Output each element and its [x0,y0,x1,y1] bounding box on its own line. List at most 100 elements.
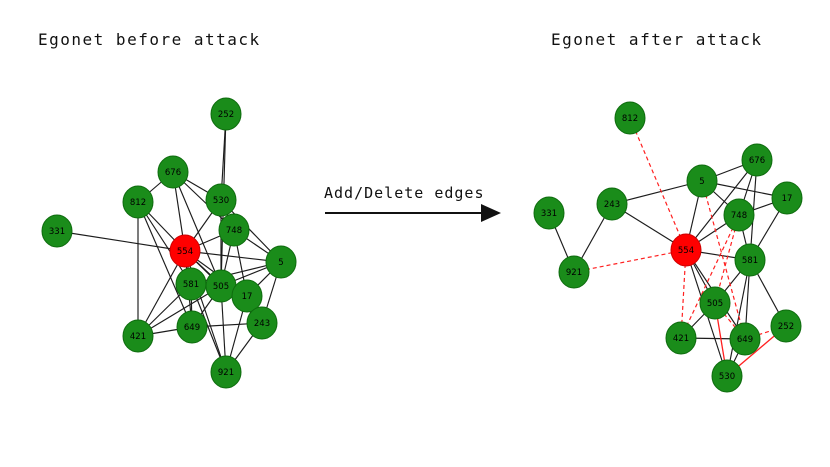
node-label-331: 331 [541,209,557,219]
node-circle-812 [614,101,646,135]
node-label-505: 505 [707,299,723,309]
node-5: 5 [265,245,297,279]
node-812: 812 [122,185,154,219]
node-circle-748 [218,213,250,247]
node-circle-5 [686,164,718,198]
node-676: 676 [157,155,189,189]
node-circle-17 [231,279,263,313]
edge-676-505 [172,171,222,287]
node-243: 243 [596,187,628,221]
node-label-243: 243 [254,319,270,329]
edge-812-554-red-dashed [629,117,687,251]
node-label-331: 331 [49,227,65,237]
node-circle-676 [741,143,773,177]
node-circle-421 [665,321,697,355]
edge-748-421-red-dashed [680,214,740,339]
node-label-921: 921 [566,268,582,278]
node-label-5: 5 [278,258,283,268]
node-252: 252 [210,97,242,131]
node-676: 676 [741,143,773,177]
node-581: 581 [175,267,207,301]
node-circle-649 [176,310,208,344]
node-530: 530 [711,359,743,393]
node-label-421: 421 [130,332,146,342]
node-label-554: 554 [678,246,694,256]
node-circle-649 [729,322,761,356]
node-circle-921 [558,255,590,289]
node-921: 921 [558,255,590,289]
node-252: 252 [770,309,802,343]
node-505: 505 [699,286,731,320]
node-circle-554 [670,233,702,267]
ego-node-554: 554 [169,234,201,268]
node-label-243: 243 [604,200,620,210]
node-17: 17 [231,279,263,313]
node-label-649: 649 [184,323,200,333]
node-label-554: 554 [177,247,193,257]
egonet-before-graph: 252 676 812 530 331 748 554 5 581 505 17 243 649 421 9… [41,97,297,389]
node-748: 748 [218,213,250,247]
node-label-748: 748 [731,211,747,221]
node-label-676: 676 [749,156,765,166]
node-243: 243 [246,306,278,340]
node-label-17: 17 [242,292,253,302]
node-581: 581 [734,243,766,277]
node-label-17: 17 [782,194,793,204]
node-circle-581 [734,243,766,277]
node-circle-252 [210,97,242,131]
node-circle-530 [205,183,237,217]
node-circle-243 [596,187,628,221]
egonet-before-title: Egonet before attack [38,30,261,49]
node-label-812: 812 [622,114,638,124]
node-circle-554 [169,234,201,268]
egonet-after-graph: 812 676 5 17 243 331 748 554 581 921 505 252 421 649 5… [533,101,803,393]
node-circle-921 [210,355,242,389]
node-748: 748 [723,198,755,232]
node-label-921: 921 [218,368,234,378]
edge-676-554 [685,159,758,251]
node-label-5: 5 [699,177,704,187]
node-649: 649 [729,322,761,356]
node-label-676: 676 [165,168,181,178]
node-label-649: 649 [737,335,753,345]
node-921: 921 [210,355,242,389]
node-label-581: 581 [183,280,199,290]
node-label-505: 505 [213,282,229,292]
node-label-748: 748 [226,226,242,236]
node-circle-331 [41,214,73,248]
egonet-after-title: Egonet after attack [551,30,763,49]
edge-812-649 [137,201,193,328]
node-505: 505 [205,269,237,303]
node-circle-812 [122,185,154,219]
node-331: 331 [533,196,565,230]
edge-581-530 [726,259,751,377]
node-circle-421 [122,319,154,353]
node-label-421: 421 [673,334,689,344]
node-530: 530 [205,183,237,217]
node-label-530: 530 [719,372,735,382]
edge-812-581 [137,201,192,285]
node-circle-505 [699,286,731,320]
node-label-581: 581 [742,256,758,266]
node-circle-748 [723,198,755,232]
node-circle-252 [770,309,802,343]
node-circle-331 [533,196,565,230]
node-649: 649 [176,310,208,344]
node-17: 17 [771,181,803,215]
edge-331-554 [56,230,186,252]
node-421: 421 [665,321,697,355]
arrow-label: Add/Delete edges [324,184,485,202]
node-331: 331 [41,214,73,248]
node-5: 5 [686,164,718,198]
node-label-252: 252 [218,110,234,120]
node-circle-676 [157,155,189,189]
edge-5-649-red-dashed [701,180,746,340]
node-circle-530 [711,359,743,393]
node-421: 421 [122,319,154,353]
edge-554-5 [184,250,282,263]
edge-505-421 [137,285,222,337]
node-label-812: 812 [130,198,146,208]
node-812: 812 [614,101,646,135]
node-circle-243 [246,306,278,340]
